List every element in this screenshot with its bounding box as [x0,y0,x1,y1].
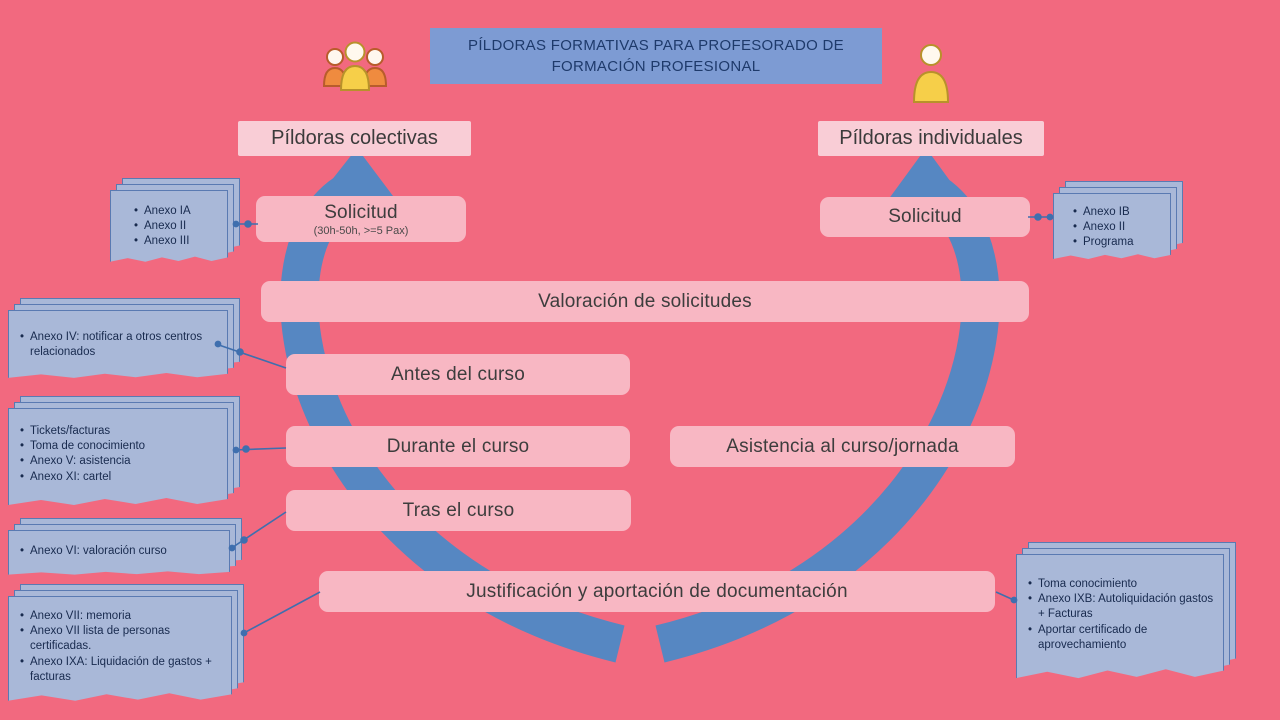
document-page: Anexo IV: notificar a otros centros rela… [8,310,228,378]
group-of-people-icon [322,36,388,103]
document-item: Toma de conocimiento [19,439,221,454]
document-item: Anexo II [1072,220,1164,235]
step-tras-el-curso: Tras el curso [286,490,631,531]
document-item: Anexo III [133,234,221,249]
step-justificacion-documentacion: Justificación y aportación de documentac… [319,571,995,612]
connector-line [241,591,321,635]
step-label: Solicitud [324,201,398,223]
step-label: Antes del curso [391,363,525,385]
step-label: Justificación y aportación de documentac… [466,580,848,602]
document-item: Aportar certificado de aprovechamiento [1027,623,1217,653]
document-page: Anexo IA Anexo II Anexo III [110,190,228,262]
step-durante-el-curso: Durante el curso [286,426,630,467]
document-item: Anexo IXB: Autoliquidación gastos + Fact… [1027,592,1217,622]
document-stack-justificacion-individuales: Toma conocimiento Anexo IXB: Autoliquida… [1016,542,1236,682]
document-item: Toma conocimiento [1027,577,1217,592]
document-item: Anexo VII: memoria [19,609,225,624]
document-item: Anexo IV: notificar a otros centros rela… [19,330,221,360]
document-item: Tickets/facturas [19,424,221,439]
document-item: Anexo V: asistencia [19,454,221,469]
branch-header-individuales: Píldoras individuales [818,121,1044,156]
diagram-title-line2: FORMACIÓN PROFESIONAL [551,58,761,75]
document-stack-justificacion-colectivas: Anexo VII: memoria Anexo VII lista de pe… [8,584,244,704]
step-sublabel: (30h-50h, >=5 Pax) [313,224,409,237]
document-item: Anexo IA [133,204,221,219]
diagram-title-line1: PÍLDORAS FORMATIVAS PARA PROFESORADO DE [468,37,844,54]
step-label: Durante el curso [386,435,530,457]
diagram-title: PÍLDORAS FORMATIVAS PARA PROFESORADO DE … [430,28,882,84]
branch-header-colectivas: Píldoras colectivas [238,121,471,156]
connector-line [995,591,1017,602]
document-page: Tickets/facturas Toma de conocimiento An… [8,408,228,505]
document-item: Programa [1072,235,1164,250]
step-antes-del-curso: Antes del curso [286,354,630,395]
step-solicitud-colectiva: Solicitud (30h-50h, >=5 Pax) [256,196,466,242]
step-solicitud-individual: Solicitud [820,197,1030,237]
document-item: Anexo VII lista de personas certificadas… [19,624,225,654]
document-stack-tras: Anexo VI: valoración curso [8,518,242,576]
connector-line [233,447,287,451]
document-item: Anexo XI: cartel [19,470,221,485]
document-stack-anexos-individuales: Anexo IB Anexo II Programa [1053,181,1183,261]
document-page: Anexo VII: memoria Anexo VII lista de pe… [8,596,232,701]
document-stack-durante: Tickets/facturas Toma de conocimiento An… [8,396,240,508]
step-label: Valoración de solicitudes [538,290,752,312]
document-page: Anexo VI: valoración curso [8,530,230,575]
document-item: Anexo IB [1072,205,1164,220]
step-label: Solicitud [888,206,962,227]
document-item: Anexo II [133,219,221,234]
document-page: Anexo IB Anexo II Programa [1053,193,1171,259]
person-icon [910,42,952,111]
step-asistencia-curso-jornada: Asistencia al curso/jornada [670,426,1015,467]
step-valoracion-solicitudes: Valoración de solicitudes [261,281,1029,322]
step-label: Asistencia al curso/jornada [726,435,959,457]
document-stack-anexos-colectivas: Anexo IA Anexo II Anexo III [110,178,240,264]
document-item: Anexo VI: valoración curso [19,544,223,559]
step-label: Tras el curso [402,499,515,521]
document-page: Toma conocimiento Anexo IXB: Autoliquida… [1016,554,1224,679]
document-stack-antes: Anexo IV: notificar a otros centros rela… [8,298,240,380]
document-item: Anexo IXA: Liquidación de gastos + factu… [19,655,225,685]
